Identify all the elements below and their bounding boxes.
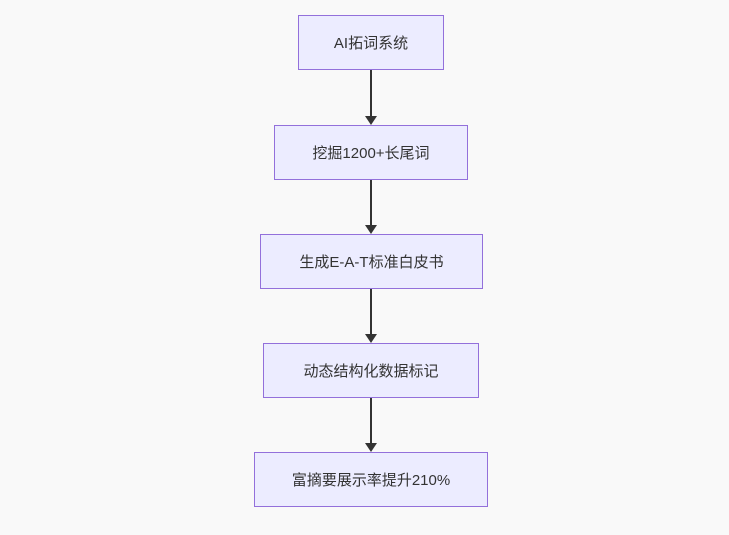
flowchart-node-5: 富摘要展示率提升210% [254,452,488,507]
flowchart-node-2: 挖掘1200+长尾词 [274,125,468,180]
flow-arrow-3 [365,289,377,343]
flowchart-node-1: AI拓词系统 [298,15,444,70]
arrow-head-icon [365,443,377,452]
flowchart-node-3: 生成E-A-T标准白皮书 [260,234,483,289]
node-label: 动态结构化数据标记 [303,363,439,380]
flow-arrow-2 [365,180,377,234]
arrow-head-icon [365,225,377,234]
node-label: 富摘要展示率提升210% [291,472,451,489]
node-label: 挖掘1200+长尾词 [312,145,430,162]
arrow-line [370,398,372,443]
arrow-line [370,289,372,334]
node-label: 生成E-A-T标准白皮书 [299,254,444,271]
arrow-head-icon [365,334,377,343]
arrow-line [370,180,372,225]
node-label: AI拓词系统 [333,35,409,52]
flow-arrow-1 [365,70,377,125]
arrow-head-icon [365,116,377,125]
flowchart-node-4: 动态结构化数据标记 [263,343,479,398]
flow-arrow-4 [365,398,377,452]
arrow-line [370,70,372,116]
